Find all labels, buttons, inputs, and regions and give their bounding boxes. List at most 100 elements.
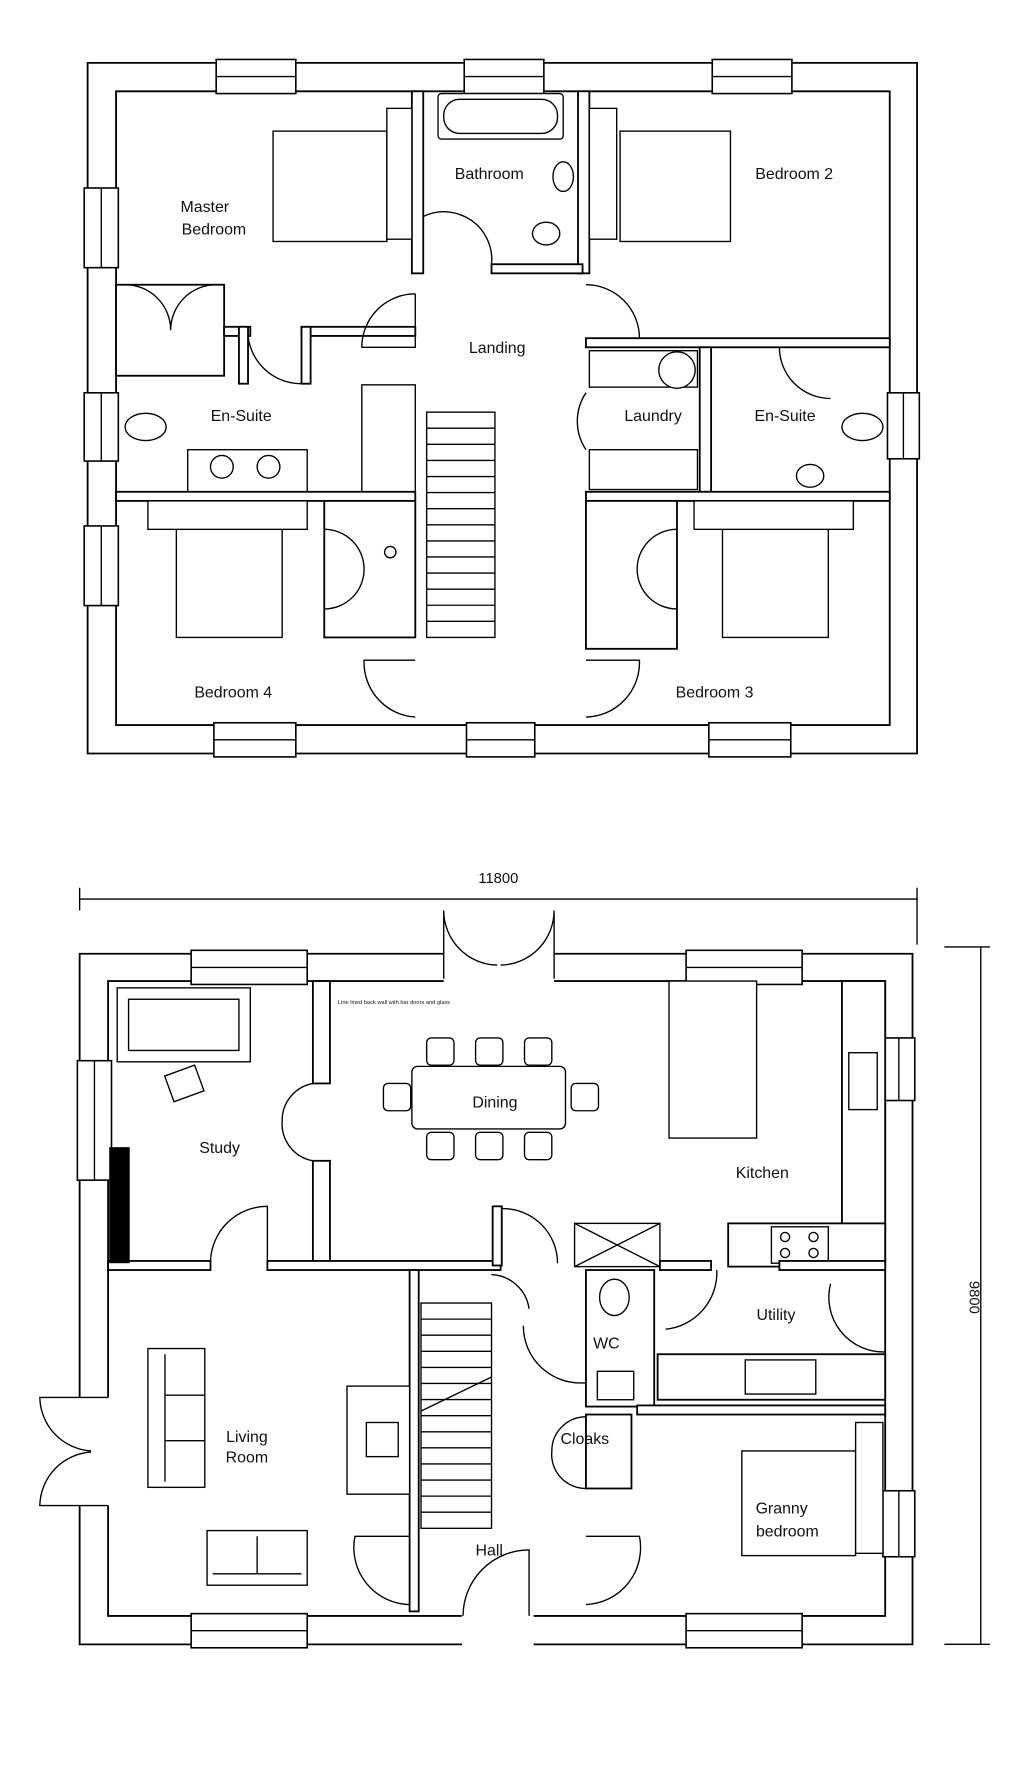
left-row-wall: [115, 490, 417, 502]
hob-burners: [779, 1231, 819, 1259]
master-ensuite-wall: [223, 325, 252, 337]
wc-door-arc: [522, 1325, 587, 1384]
utility-wall-top-2: [778, 1260, 887, 1271]
loveseat-cushions: [212, 1536, 302, 1575]
label-wc: WC: [593, 1336, 620, 1353]
label-granny-bedroom-2: bedroom: [756, 1523, 819, 1540]
dining-chair: [570, 1082, 600, 1112]
utility-sink: [744, 1359, 817, 1395]
cloaks-box: [585, 1413, 633, 1490]
upper-floor-plan: Master Bedroom Bathroom Bedroom 2 Landin…: [83, 58, 921, 758]
upper-stair-treads: [426, 427, 495, 623]
ensuite-left-wall-top: [300, 325, 417, 337]
granny-bed: [741, 1450, 857, 1557]
rear-doors-arc: [443, 910, 555, 979]
granny-bedside: [854, 1421, 884, 1555]
bed2-door-arc: [585, 284, 641, 339]
dining-table: [411, 1065, 567, 1130]
ensuite-right-toilet: [841, 412, 884, 442]
ensuite-left-wall-v2: [300, 325, 312, 385]
ensuite-left-wall-v: [238, 325, 249, 385]
study-wall: [311, 980, 331, 1085]
bathroom-wall-bottom: [490, 263, 584, 275]
bed3-closet-doors: [636, 528, 677, 610]
bed3-closet: [585, 499, 678, 650]
study-doors-arc: [281, 1082, 314, 1162]
bathroom-toilet: [531, 221, 561, 246]
closet-light: [383, 545, 397, 559]
living-door-arc: [353, 1535, 410, 1606]
bathroom-door-arc: [422, 211, 493, 265]
ensuite-left-basin-2: [256, 454, 281, 479]
study-door-arc: [209, 1205, 269, 1261]
dining-chair: [474, 1037, 504, 1066]
bathroom-wall-left: [410, 90, 425, 275]
bed3-headboard: [693, 500, 855, 531]
ensuite-right-door-arc: [778, 347, 831, 400]
ensuite-left-vanity: [187, 449, 308, 493]
study-floor-wall: [107, 1260, 212, 1271]
bed4-closet-doors: [324, 528, 365, 610]
dining-chair: [523, 1131, 553, 1161]
bathtub-inner: [443, 98, 559, 135]
upper-windows: [83, 58, 921, 758]
stair-break-line: [420, 1376, 492, 1412]
laundry-door-arc: [576, 392, 587, 451]
living-sofa-cushions: [164, 1354, 205, 1482]
granny-door-arc: [585, 1535, 642, 1606]
label-en-suite-left: En-Suite: [211, 408, 272, 425]
label-granny-bedroom-1: Granny: [756, 1501, 808, 1518]
ground-windows: [76, 949, 916, 1649]
stair-wall: [408, 1269, 420, 1613]
pantry-cross: [574, 1222, 661, 1268]
dining-chair: [425, 1037, 455, 1066]
label-cloaks: Cloaks: [561, 1431, 610, 1448]
width-dimension: 11800: [478, 871, 518, 887]
width-dimension-line: [78, 887, 918, 945]
label-bedroom-3: Bedroom 3: [676, 685, 754, 702]
ensuite-left-door-arc: [247, 335, 302, 385]
ground-floor-plan: 11800 9800 Line lined back wall with bar…: [39, 871, 990, 1649]
study-floor-wall-2: [266, 1260, 502, 1271]
bed4-headboard: [147, 500, 308, 531]
bed4-door-arc: [363, 659, 416, 718]
utility-door-arc: [665, 1270, 718, 1330]
master-wardrobe-doors: [125, 284, 217, 331]
depth-dimension-line: [944, 946, 990, 1646]
kitchen-island: [668, 980, 758, 1139]
label-living-room-2: Room: [226, 1449, 268, 1466]
ensuite-right-basin: [795, 463, 825, 488]
study-desk-inner: [127, 998, 240, 1052]
utility-side-door-arc: [828, 1283, 886, 1353]
label-en-suite-right: En-Suite: [755, 408, 816, 425]
master-bed: [272, 130, 388, 243]
label-study: Study: [199, 1140, 240, 1157]
living-sofa: [147, 1347, 206, 1489]
upper-outer-wall: [86, 61, 918, 755]
cloaks-doors-arc: [550, 1416, 586, 1490]
label-master-bedroom-2: Bedroom: [182, 222, 247, 239]
dining-note: Line lined back wall with bar doors and …: [338, 1000, 450, 1006]
wc-toilet: [598, 1278, 630, 1317]
master-bedside-left: [386, 107, 413, 240]
hall-door-arc: [491, 1273, 530, 1309]
study-wall-2: [311, 1159, 331, 1267]
hob: [770, 1226, 829, 1264]
laundry-ensuite-divide: [698, 346, 713, 493]
front-door-arc: [462, 1549, 530, 1616]
bed4-closet: [323, 499, 417, 639]
kitchen-wc-wall: [491, 1205, 503, 1267]
dining-chair: [474, 1131, 504, 1161]
bed2: [619, 130, 732, 243]
utility-wall-top: [659, 1260, 713, 1271]
right-cross-wall: [585, 337, 891, 349]
label-kitchen: Kitchen: [736, 1165, 789, 1182]
kitchen-hall-door-arc: [501, 1207, 559, 1264]
label-landing: Landing: [469, 340, 526, 357]
label-bedroom-4: Bedroom 4: [194, 685, 272, 702]
ensuite-left-basin-1: [209, 454, 234, 479]
dining-chairs: [382, 1037, 600, 1161]
dining-chair: [382, 1082, 412, 1112]
label-hall: Hall: [476, 1543, 503, 1560]
